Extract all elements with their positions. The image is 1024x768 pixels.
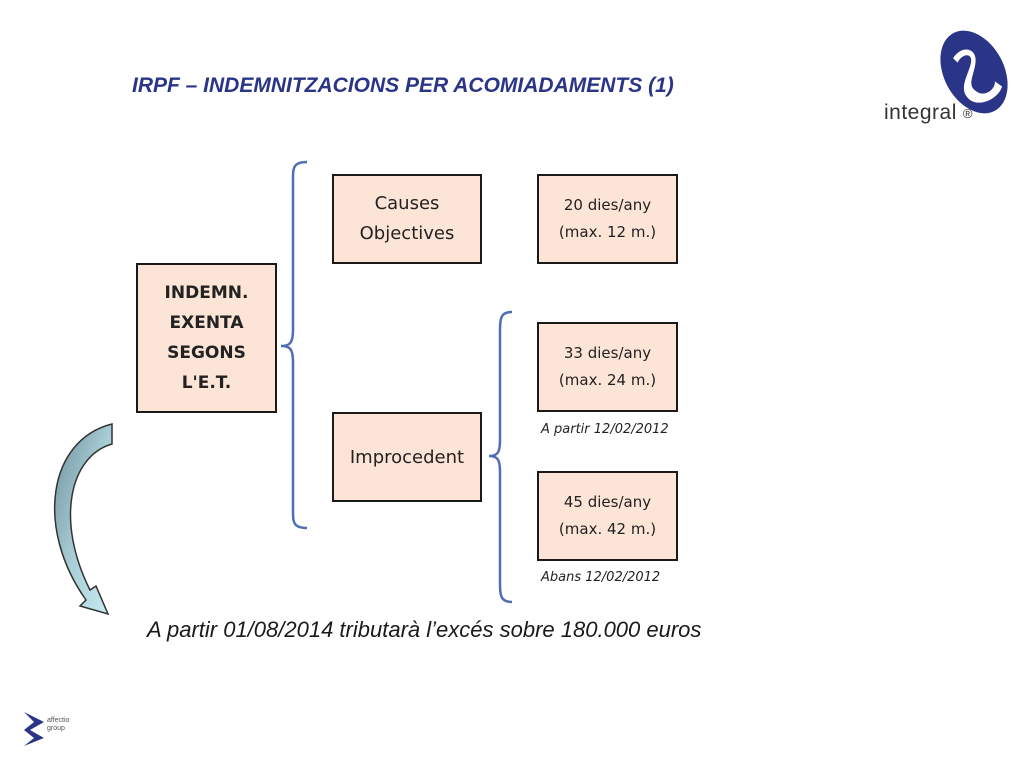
objective-rule-box: 20 dies/any (max. 12 m.) bbox=[537, 174, 678, 264]
unfair-rule-new-label: 33 dies/any (max. 24 m.) bbox=[558, 344, 657, 389]
unfair-rule-old-note: Abans 12/02/2012 bbox=[541, 570, 661, 585]
unfair-rule-old-box: 45 dies/any (max. 42 m.) bbox=[537, 471, 678, 561]
affectio-logo-text: affectio group bbox=[47, 717, 70, 732]
unfair-dismissal-box: Improcedent bbox=[332, 412, 482, 502]
improcedent-bracket bbox=[488, 310, 513, 604]
exempt-indemnity-box: INDEMN. EXENTA SEGONS L'E.T. bbox=[136, 263, 277, 413]
main-bracket bbox=[280, 160, 308, 530]
taxation-note: A partir 01/08/2014 tributarà l’excés so… bbox=[147, 617, 702, 642]
brand-name: integral bbox=[884, 101, 957, 124]
exempt-indemnity-label: INDEMN. EXENTA SEGONS L'E.T. bbox=[164, 283, 249, 393]
objective-causes-box: Causes Objectives bbox=[332, 174, 482, 264]
objective-causes-label: Causes Objectives bbox=[359, 193, 455, 244]
objective-rule-label: 20 dies/any (max. 12 m.) bbox=[558, 196, 657, 241]
integral-logo-text: integral ® bbox=[884, 101, 973, 125]
slide-title: IRPF – INDEMNITZACIONS PER ACOMIADAMENTS… bbox=[132, 74, 674, 97]
unfair-rule-new-box: 33 dies/any (max. 24 m.) bbox=[537, 322, 678, 412]
registered-mark: ® bbox=[962, 105, 973, 121]
unfair-rule-new-note: A partir 12/02/2012 bbox=[541, 422, 669, 437]
unfair-dismissal-label: Improcedent bbox=[349, 446, 465, 468]
curved-arrow-icon bbox=[53, 423, 113, 616]
unfair-rule-old-label: 45 dies/any (max. 42 m.) bbox=[558, 493, 657, 538]
